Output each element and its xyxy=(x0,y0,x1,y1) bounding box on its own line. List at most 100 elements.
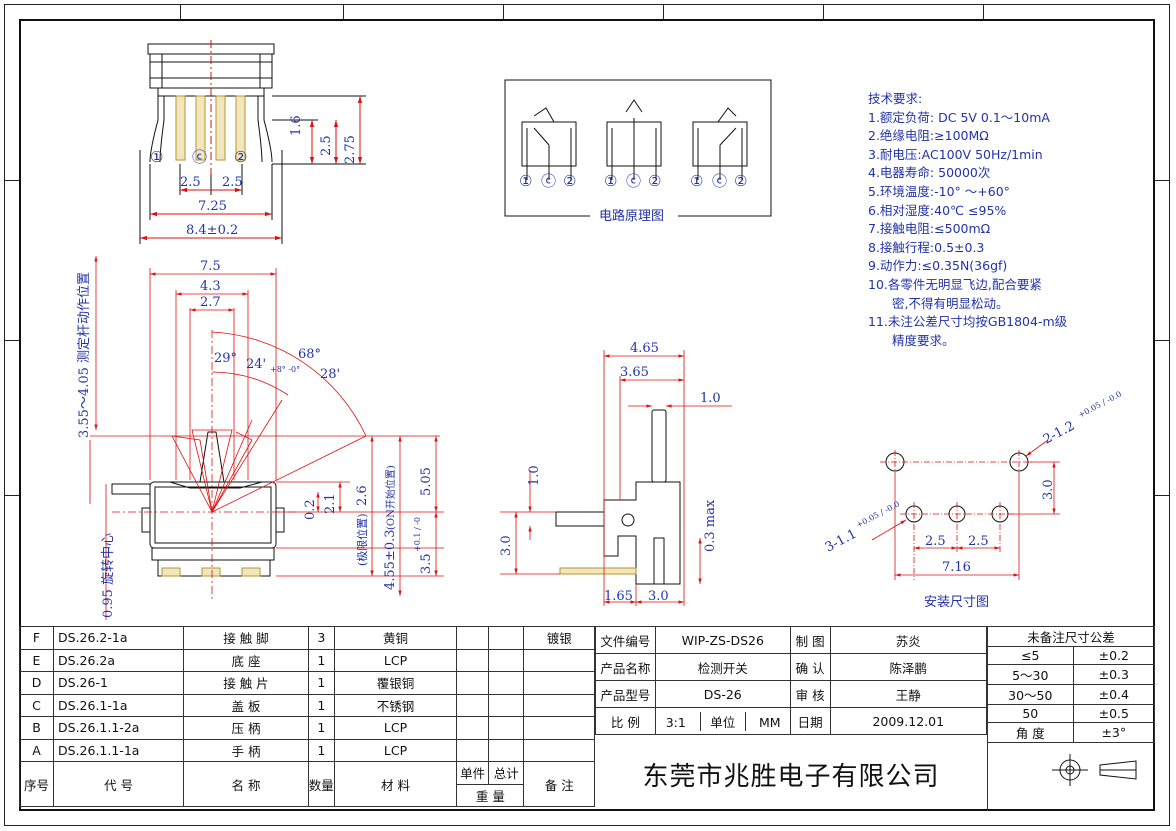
bom-unit-weight xyxy=(456,738,489,762)
circuit-pins: ① ⓒ ② ① ⓒ ② ① ⓒ ② 电路原理图 xyxy=(519,172,747,224)
file-no: WIP-ZS-DS26 xyxy=(654,626,791,654)
tol-value: ±0.5 xyxy=(1072,704,1156,723)
bom-name: 底 座 xyxy=(183,648,309,672)
dim-label: 2.5 xyxy=(925,534,946,549)
bom-row: A DS.26.1.1-1a 手 柄 1 LCP xyxy=(18,738,595,762)
dim-label: 7.5 xyxy=(200,259,221,274)
dim-label: 2.6 xyxy=(355,485,370,506)
bom-material: LCP xyxy=(333,738,458,762)
bom-row: C DS.26.1-1a 盖 板 1 不锈钢 xyxy=(18,693,595,717)
angle-label: 28' xyxy=(320,367,340,382)
tolerance-title: 未备注尺寸公差 xyxy=(987,626,1155,647)
bom-total-weight xyxy=(487,671,525,695)
tol-range: 5～30 xyxy=(987,664,1074,685)
tol-value: ±0.3 xyxy=(1072,664,1156,685)
bom-unit-weight xyxy=(456,626,489,650)
scale-value: 3:1 xyxy=(665,714,686,730)
note-item: 1.额定负荷: DC 5V 0.1～10mA xyxy=(868,109,1050,125)
zone-tick xyxy=(1155,340,1170,341)
zone-tick xyxy=(343,4,344,19)
bom-row: D DS.26-1 接 触 片 1 覆银铜 xyxy=(18,671,595,695)
zone-tick xyxy=(1155,180,1170,181)
bom-no: E xyxy=(18,648,55,672)
dim-label: 2.1 xyxy=(323,493,338,514)
bom-note xyxy=(523,738,595,762)
mount-view xyxy=(871,439,1060,580)
technical-notes: 技术要求: 1.额定负荷: DC 5V 0.1～10mA 2.绝缘电阻:≥100… xyxy=(868,90,1168,350)
dim-label: 2.5 xyxy=(319,135,334,156)
draw-name: 苏炎 xyxy=(829,626,987,654)
product-label: 产品名称 xyxy=(595,653,656,681)
note-item: 3.耐电压:AC100V 50Hz/1min xyxy=(868,146,1043,162)
tolerance-label: +0.05 / -0.0 xyxy=(1077,389,1123,419)
bom-header-row: 序号 代 号 名 称 数量 材 料 单件 总计 备 注 xyxy=(18,761,595,807)
bom-qty: 1 xyxy=(307,716,335,740)
bom-header-unit: 单件 xyxy=(456,761,489,785)
bom-material: 黄铜 xyxy=(333,626,458,650)
pin-label: ② xyxy=(563,172,576,190)
zone-tick xyxy=(663,4,664,19)
date-label: 日期 xyxy=(789,707,831,735)
product-name: 检测开关 xyxy=(654,653,791,681)
scale-label: 比 例 xyxy=(595,707,656,735)
bom-row: F DS.26.2-1a 接 触 脚 3 黄铜 镀银 xyxy=(18,626,595,650)
bom-qty: 1 xyxy=(307,671,335,695)
tol-value: ±0.4 xyxy=(1072,684,1156,705)
bom-row: E DS.26.2a 底 座 1 LCP xyxy=(18,648,595,672)
bom-total-weight xyxy=(487,738,525,762)
circuit-caption: 电路原理图 xyxy=(599,208,664,224)
dim-label: 2-1.2 xyxy=(1041,419,1077,448)
note-item: 密,不得有明显松动。 xyxy=(892,295,1009,311)
note-item: 6.相对湿度:40℃ ≤95% xyxy=(868,202,1007,218)
zone-tick xyxy=(983,4,984,19)
bom-table: F DS.26.2-1a 接 触 脚 3 黄铜 镀银 E DS.26.2a 底 … xyxy=(18,626,595,807)
zone-tick xyxy=(4,180,19,181)
circuit-diagram xyxy=(504,79,772,224)
pin-label: ⓒ xyxy=(712,172,727,190)
tolerance-table: 未备注尺寸公差 ≤5±0.2 5～30±0.3 30～50±0.4 50±0.5… xyxy=(987,626,1156,743)
note-item: 2.绝缘电阻:≥100MΩ xyxy=(868,128,989,144)
top-view xyxy=(139,40,366,244)
bom-unit-weight xyxy=(456,671,489,695)
notes-title: 技术要求: xyxy=(868,91,923,106)
bom-qty: 1 xyxy=(307,738,335,762)
dim-label: 3.0 xyxy=(648,589,669,604)
mount-caption: 安装尺寸图 xyxy=(924,595,989,610)
bom-no: B xyxy=(18,716,55,740)
unit-value: MM xyxy=(758,714,781,730)
side-view-labels: 4.65 3.65 1.0 1.0 3.0 0.3 max 1.65 3.0 xyxy=(499,341,721,604)
inner-frame xyxy=(19,19,1155,811)
tolerance-label: +0.1 / -0 xyxy=(413,517,422,552)
bom-header-note: 备 注 xyxy=(523,761,595,807)
note-item: 4.电器寿命: 50000次 xyxy=(868,165,991,181)
file-no-label: 文件编号 xyxy=(595,626,656,654)
dim-label: 2.75 xyxy=(343,135,358,164)
note-item: 8.接触行程:0.5±0.3 xyxy=(868,239,985,255)
bom-material: 覆银铜 xyxy=(333,671,458,695)
check-label: 确 认 xyxy=(789,653,831,681)
zone-tick xyxy=(4,340,19,341)
company-name: 东莞市兆胜电子有限公司 xyxy=(642,762,940,792)
bom-material: LCP xyxy=(333,716,458,740)
bom-qty: 1 xyxy=(307,648,335,672)
dim-label: 3.0 xyxy=(1041,479,1056,500)
dim-label: 1.0 xyxy=(527,465,542,486)
title-block: 文件编号 WIP-ZS-DS26 制 图 苏炎 产品名称 检测开关 确 认 陈泽… xyxy=(595,626,987,735)
pin-label: ① xyxy=(150,148,163,166)
pin-label: ⓒ xyxy=(626,172,641,190)
tolerance-label: +0.05 / -0.0 xyxy=(855,499,901,529)
unit-label: 单位 xyxy=(699,711,746,731)
zone-tick xyxy=(4,495,19,496)
bom-no: F xyxy=(18,626,55,650)
pin-label: ① xyxy=(519,172,532,190)
zone-tick xyxy=(503,4,504,19)
review-label: 审 核 xyxy=(789,680,831,708)
on-start-label: (ON开始位置) xyxy=(384,465,397,530)
angle-label: 68° xyxy=(298,347,321,362)
dim-label: 3-1.1 xyxy=(823,527,859,556)
pivot-label: 0.95 旋转中心 xyxy=(101,533,116,618)
bom-row: B DS.26.1.1-2a 压 柄 1 LCP xyxy=(18,716,595,740)
bom-name: 压 柄 xyxy=(183,716,309,740)
bom-header-no: 序号 xyxy=(18,761,55,807)
bom-header-material: 材 料 xyxy=(333,761,458,807)
